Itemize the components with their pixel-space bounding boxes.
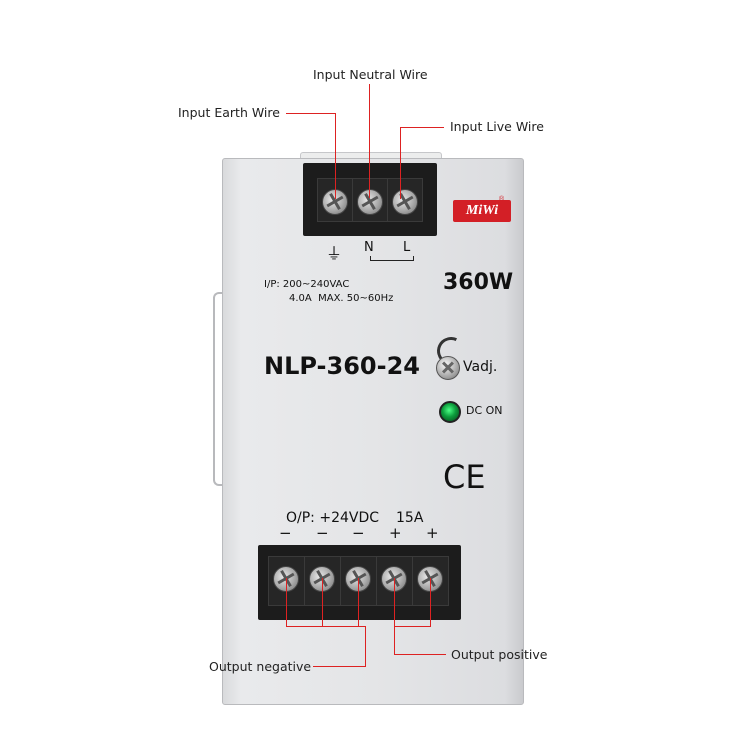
callout-line-pos-h [394, 626, 431, 627]
dc-on-led-icon [439, 401, 461, 423]
power-rating: 360W [443, 270, 514, 295]
label-output-positive: Output positive [451, 647, 548, 662]
callout-line-neg-v [365, 626, 366, 667]
callout-line-pos-1 [394, 578, 395, 655]
callout-line-neg-2 [322, 578, 323, 627]
output-spec: O/P: +24VDC [286, 510, 380, 526]
callout-line-pos-out [394, 654, 446, 655]
callout-line-neg-out [313, 666, 366, 667]
registered-mark: ® [499, 196, 505, 203]
callout-line-neg-3 [358, 578, 359, 627]
output-polarity-2: − [316, 524, 329, 542]
voltage-adjust-knob[interactable] [436, 356, 460, 380]
output-polarity-1: − [279, 524, 292, 542]
callout-line-pos-2 [430, 578, 431, 627]
callout-line-neutral [369, 84, 370, 198]
input-spec-line1: I/P: 200~240VAC [264, 279, 350, 290]
input-spec-line2: 4.0A MAX. 50~60Hz [289, 293, 394, 304]
output-current: 15A [396, 510, 424, 526]
callout-line-live-h [400, 127, 444, 128]
label-input-live-wire: Input Live Wire [450, 119, 544, 134]
callout-line-live-v [400, 127, 401, 199]
label-output-negative: Output negative [209, 659, 312, 674]
brand-logo: MiWi [453, 200, 511, 222]
earth-symbol: ⏚ [326, 244, 343, 263]
callout-line-earth-h [286, 113, 336, 114]
input-live-screw [392, 189, 418, 215]
callout-line-earth-v [335, 113, 336, 199]
dc-on-label: DC ON [466, 404, 503, 417]
output-polarity-3: − [352, 524, 365, 542]
callout-line-neg-h [286, 626, 366, 627]
terminal-bracket [370, 256, 414, 261]
model-number: NLP-360-24 [264, 352, 420, 380]
label-input-neutral-wire: Input Neutral Wire [313, 67, 428, 82]
output-polarity-5: + [426, 524, 439, 542]
callout-line-neg-1 [286, 578, 287, 627]
output-polarity-4: + [389, 524, 402, 542]
neutral-label: N [364, 240, 374, 255]
vadj-label: Vadj. [463, 359, 498, 375]
ce-mark: CE [443, 458, 486, 496]
label-input-earth-wire: Input Earth Wire [178, 105, 280, 120]
live-label: L [403, 240, 411, 255]
input-neutral-screw [357, 189, 383, 215]
